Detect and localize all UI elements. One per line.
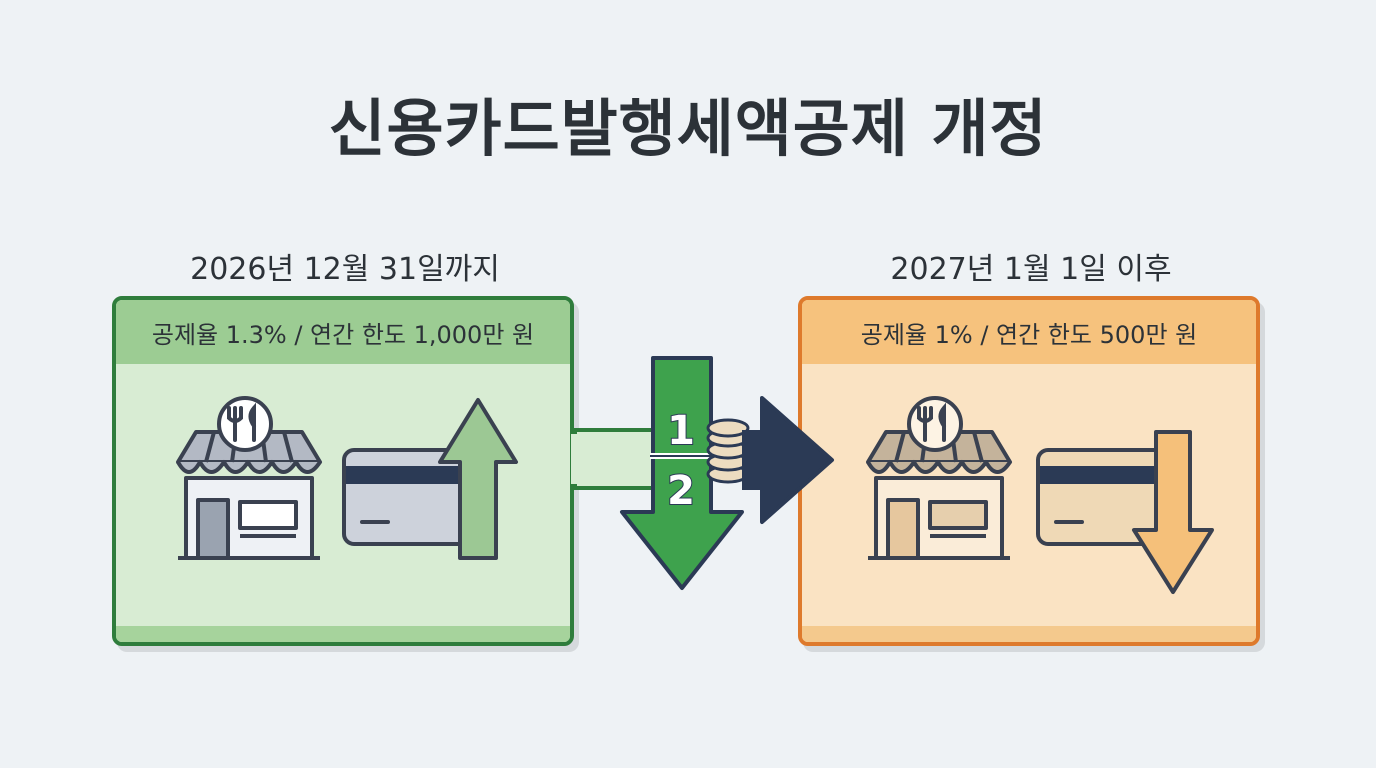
fraction-denominator: 2	[667, 468, 695, 514]
store-icon-after	[866, 430, 1012, 560]
fork-knife-icon	[217, 396, 273, 452]
before-summary: 공제율 1.3% / 연간 한도 1,000만 원	[116, 300, 570, 364]
before-panel-footer	[116, 626, 570, 642]
before-period-label: 2026년 12월 31일까지	[190, 252, 500, 287]
after-period-label: 2027년 1월 1일 이후	[890, 252, 1172, 287]
right-arrow-icon	[742, 396, 834, 524]
credit-card-icon	[342, 448, 476, 546]
page-title: 신용카드발행세액공제 개정	[328, 92, 1048, 165]
after-panel-footer	[802, 626, 1256, 642]
down-arrow-icon	[620, 356, 744, 590]
fraction-numerator: 1	[667, 408, 695, 454]
down-arrow-icon-after	[1132, 430, 1214, 594]
connector-bar	[571, 428, 657, 490]
after-summary: 공제율 1% / 연간 한도 500만 원	[802, 300, 1256, 364]
fork-knife-icon-after	[907, 396, 963, 452]
up-arrow-icon	[438, 398, 518, 560]
credit-card-icon-after	[1036, 448, 1170, 546]
